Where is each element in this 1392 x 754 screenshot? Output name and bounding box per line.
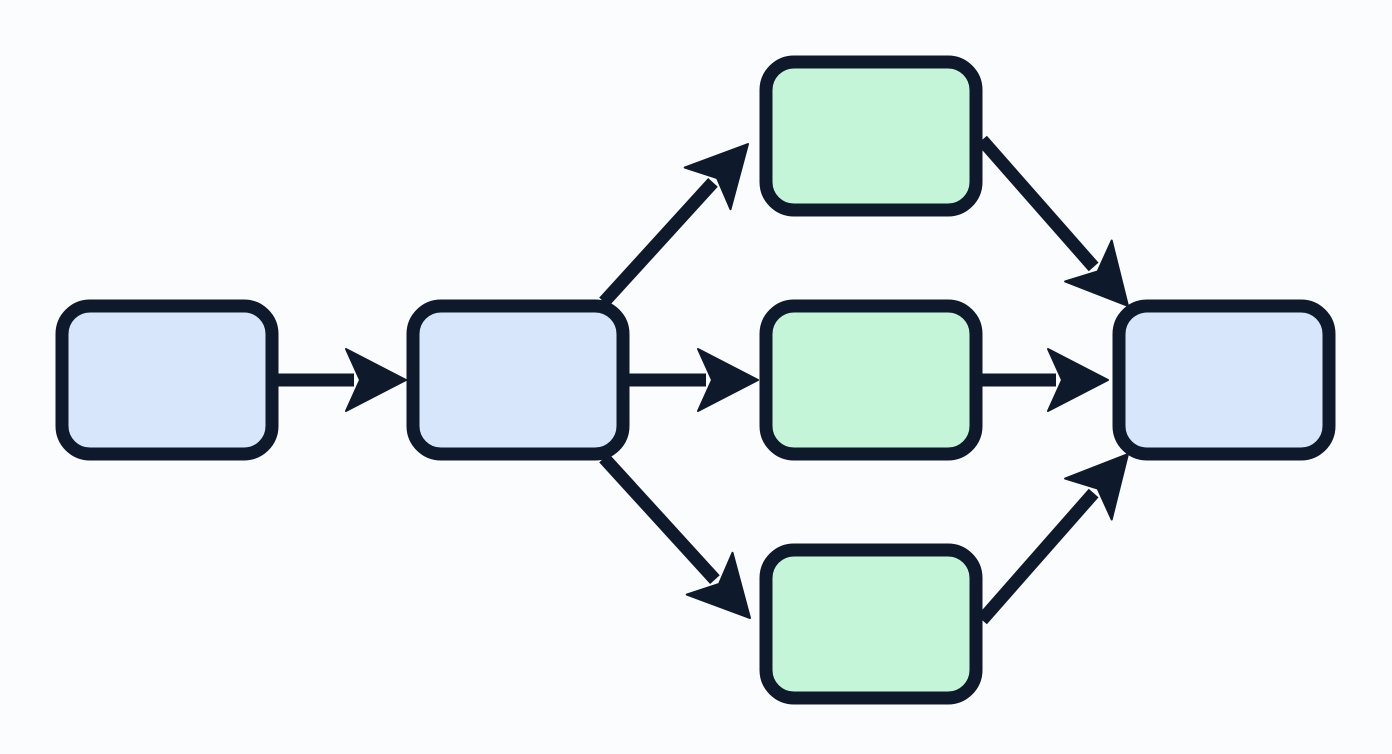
node-start [55,299,279,461]
arrowhead-icon [1047,348,1109,412]
node-branch-bottom [759,543,983,705]
edge-branch-top-to-merge [977,135,1129,307]
node-box [406,299,630,461]
edge-line [599,453,720,584]
arrowhead-icon [697,348,759,412]
node-branch-top [759,55,983,217]
node-branch-middle [759,299,983,461]
arrowhead-icon [683,143,749,211]
node-box [1112,299,1336,461]
arrowhead-icon [685,551,751,619]
edge-split-to-branch-top [599,143,749,307]
nodes-layer [55,55,1336,705]
edge-branch-middle-to-merge [976,348,1109,412]
edge-start-to-split [272,348,407,412]
node-box [55,299,279,461]
edges-layer [272,135,1129,625]
node-box [759,543,983,705]
node-split [406,299,630,461]
node-box [759,299,983,461]
edge-split-to-branch-middle [623,348,759,412]
edge-line [977,135,1099,272]
edge-line [977,488,1099,625]
arrowhead-icon [345,348,407,412]
arrowhead-icon [1064,453,1129,521]
edge-branch-bottom-to-merge [977,453,1129,625]
edge-split-to-branch-bottom [599,453,751,619]
node-box [759,55,983,217]
node-merge [1112,299,1336,461]
arrowhead-icon [1064,239,1129,307]
edge-line [599,178,718,307]
